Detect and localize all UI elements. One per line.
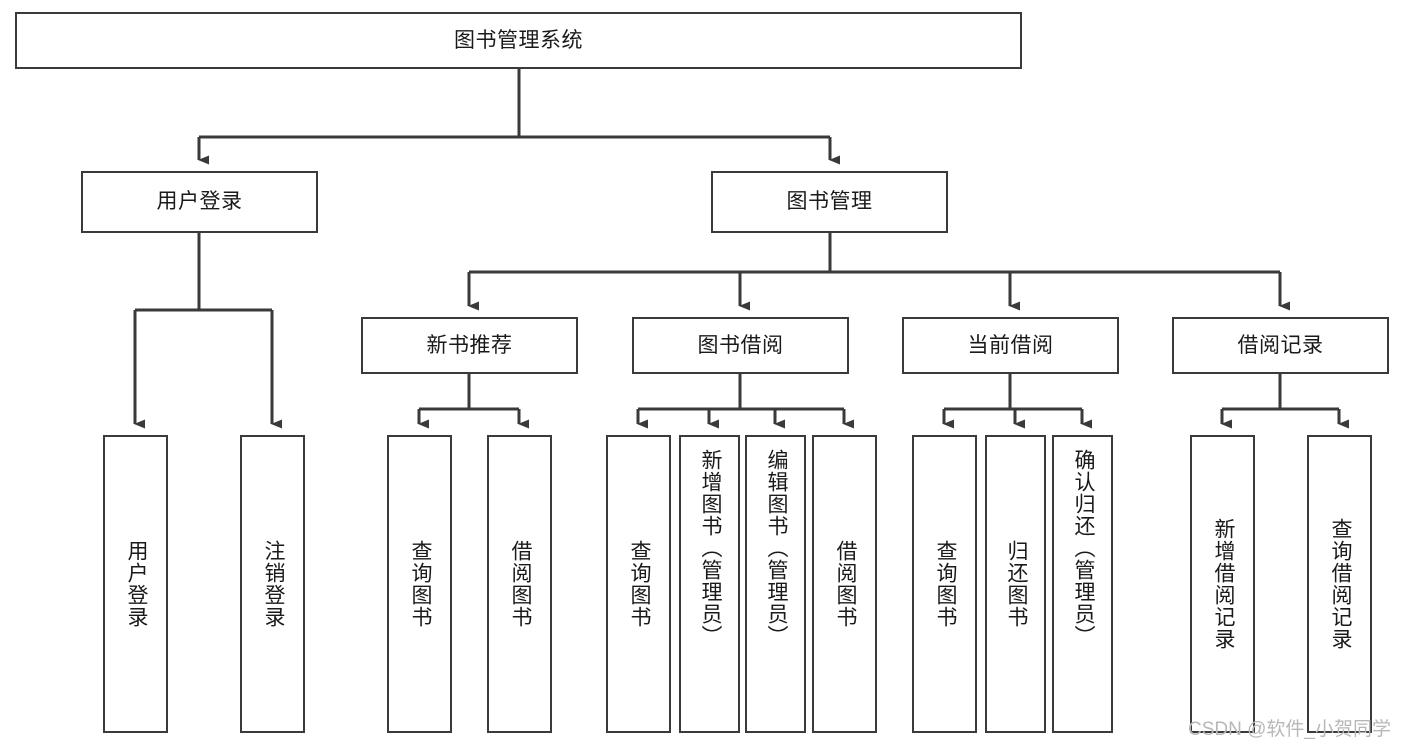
node-current-borrow[interactable]: 当前借阅 xyxy=(902,317,1119,374)
node-leaf-query-books-current[interactable]: 查询图书 xyxy=(912,435,977,733)
node-book-borrow[interactable]: 图书借阅 xyxy=(632,317,849,374)
node-leaf-borrow-book-label: 借阅图书 xyxy=(833,540,857,628)
node-leaf-borrow-book[interactable]: 借阅图书 xyxy=(812,435,877,733)
node-book-management-label: 图书管理 xyxy=(786,190,873,214)
node-leaf-user-logout-label: 注销登录 xyxy=(261,540,285,628)
node-leaf-borrow-books-recommend-label: 借阅图书 xyxy=(508,540,532,628)
node-leaf-add-book-admin-label: 新增图书（管理员） xyxy=(698,449,722,647)
node-leaf-add-book-admin[interactable]: 新增图书（管理员） xyxy=(679,435,740,733)
node-leaf-user-logout[interactable]: 注销登录 xyxy=(240,435,305,733)
node-leaf-edit-book-admin[interactable]: 编辑图书（管理员） xyxy=(745,435,806,733)
node-new-book-recommend-label: 新书推荐 xyxy=(426,333,513,357)
node-leaf-borrow-books-recommend[interactable]: 借阅图书 xyxy=(487,435,552,733)
node-book-borrow-label: 图书借阅 xyxy=(697,333,784,357)
node-leaf-confirm-return-admin[interactable]: 确认归还（管理员） xyxy=(1052,435,1113,733)
node-user-login-label: 用户登录 xyxy=(156,190,243,214)
node-leaf-query-books-current-label: 查询图书 xyxy=(933,540,957,628)
node-leaf-add-borrow-record-label: 新增借阅记录 xyxy=(1211,518,1235,650)
node-leaf-query-borrow-record-label: 查询借阅记录 xyxy=(1328,518,1352,650)
node-new-book-recommend[interactable]: 新书推荐 xyxy=(361,317,578,374)
node-leaf-query-books-recommend-label: 查询图书 xyxy=(408,540,432,628)
node-root-label: 图书管理系统 xyxy=(454,28,583,52)
node-leaf-query-books-borrow-label: 查询图书 xyxy=(627,540,651,628)
node-borrow-record[interactable]: 借阅记录 xyxy=(1172,317,1389,374)
node-leaf-query-borrow-record[interactable]: 查询借阅记录 xyxy=(1307,435,1372,733)
node-leaf-return-book[interactable]: 归还图书 xyxy=(985,435,1046,733)
node-leaf-query-books-borrow[interactable]: 查询图书 xyxy=(606,435,671,733)
node-user-login[interactable]: 用户登录 xyxy=(81,171,318,233)
node-current-borrow-label: 当前借阅 xyxy=(967,333,1054,357)
node-leaf-add-borrow-record[interactable]: 新增借阅记录 xyxy=(1190,435,1255,733)
node-leaf-edit-book-admin-label: 编辑图书（管理员） xyxy=(764,449,788,647)
node-book-management[interactable]: 图书管理 xyxy=(711,171,948,233)
node-leaf-confirm-return-admin-label: 确认归还（管理员） xyxy=(1071,449,1095,647)
node-leaf-return-book-label: 归还图书 xyxy=(1004,540,1028,628)
node-leaf-user-login-label: 用户登录 xyxy=(124,540,148,628)
node-borrow-record-label: 借阅记录 xyxy=(1237,333,1324,357)
node-leaf-user-login[interactable]: 用户登录 xyxy=(103,435,168,733)
node-leaf-query-books-recommend[interactable]: 查询图书 xyxy=(387,435,452,733)
node-root[interactable]: 图书管理系统 xyxy=(15,12,1022,69)
